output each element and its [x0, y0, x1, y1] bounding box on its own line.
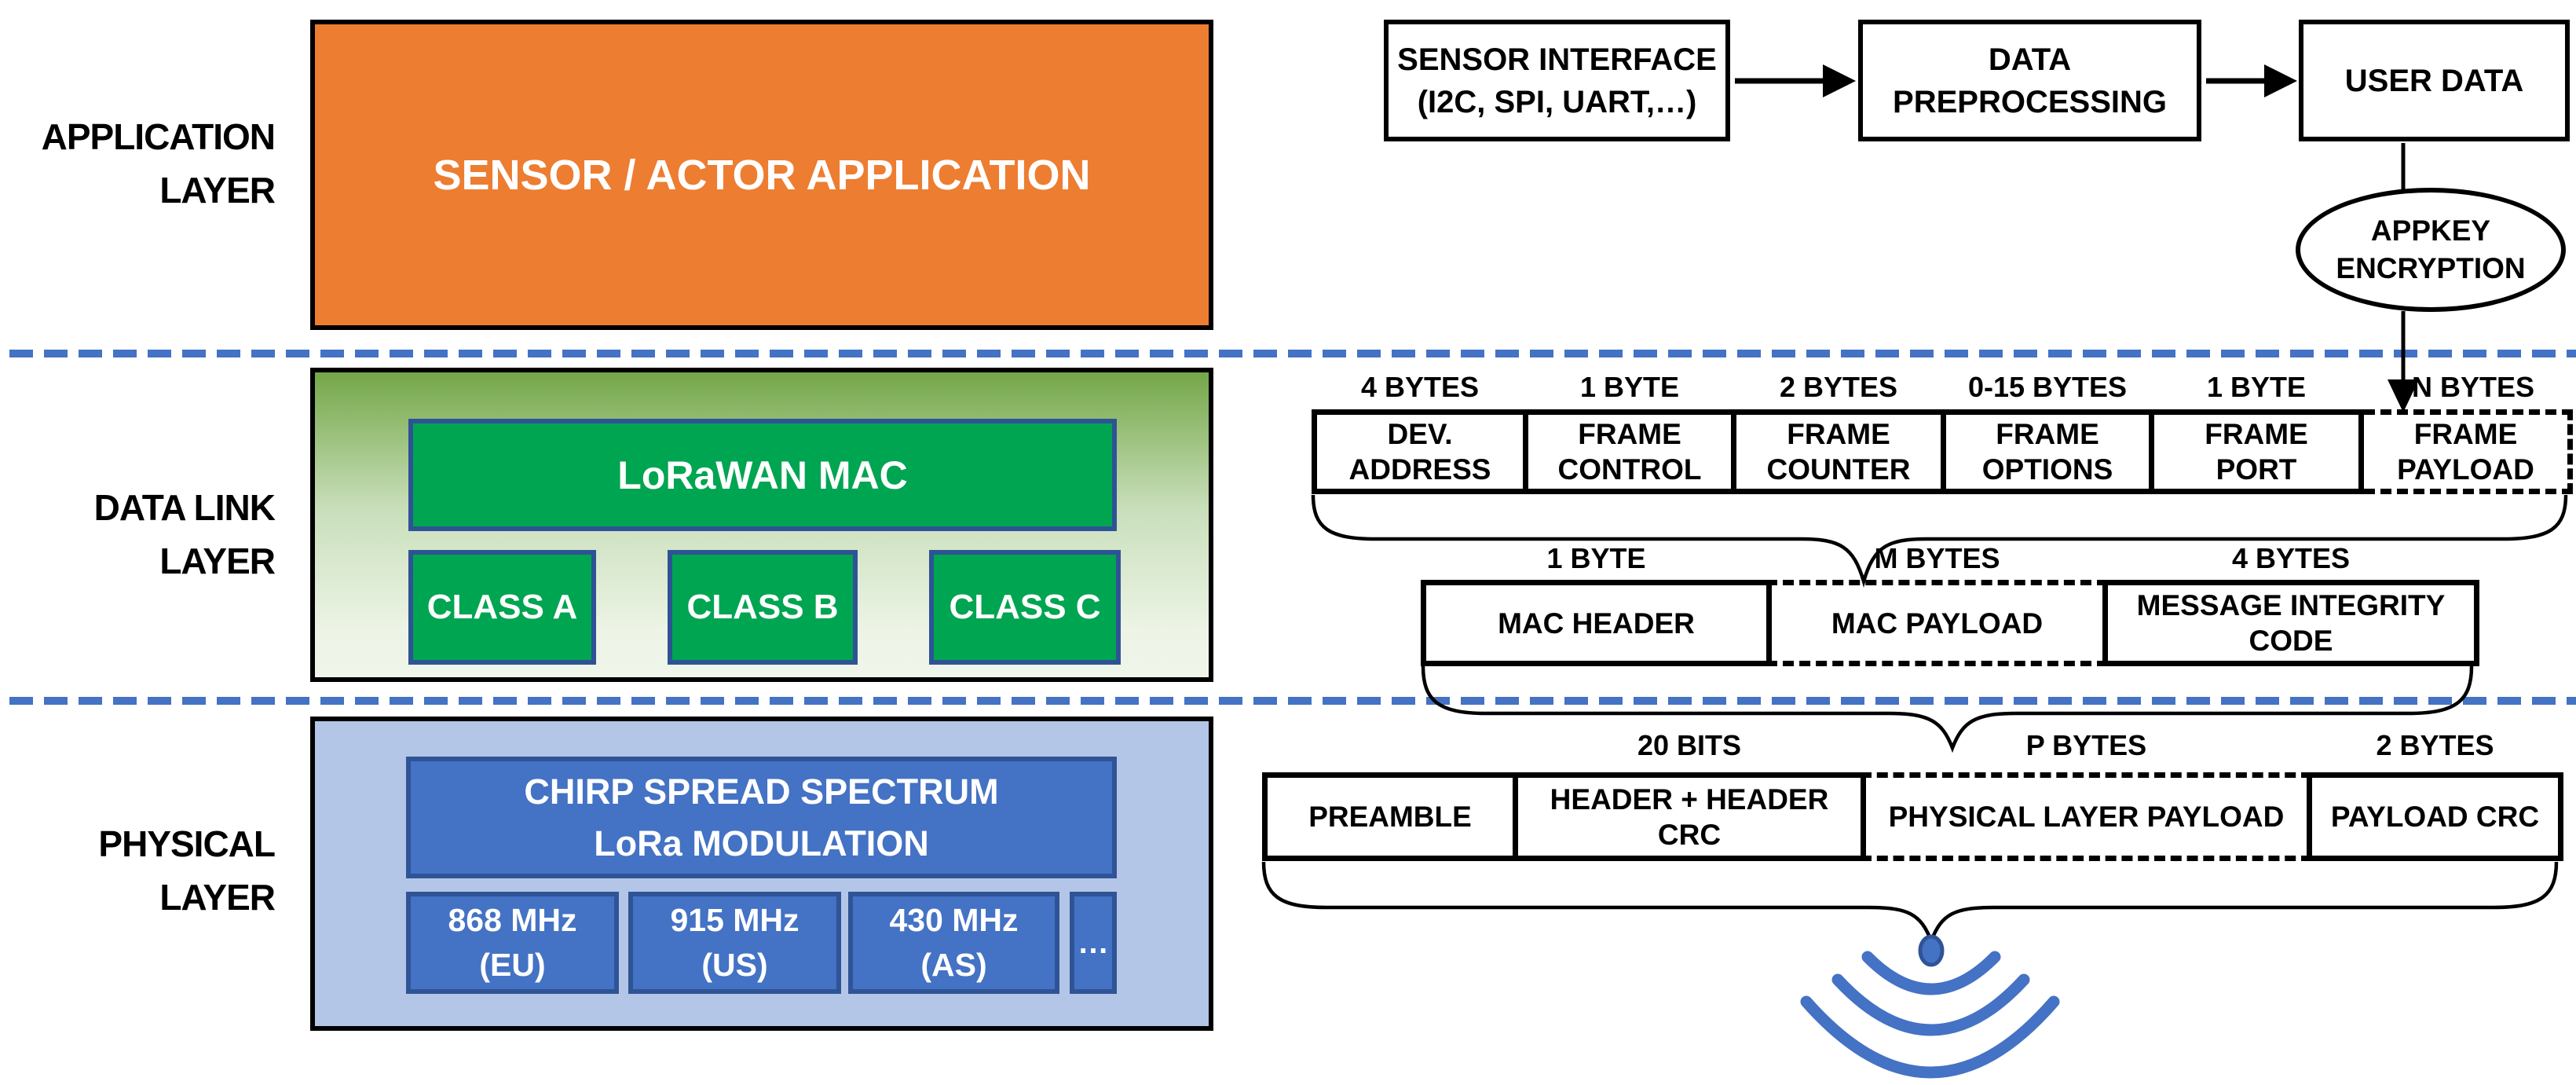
cell-dev-address: DEV. ADDRESS	[1312, 409, 1528, 494]
arrow-sensor-to-preprocessing	[1735, 64, 1856, 97]
application-layer-label-line1: APPLICATION	[41, 116, 276, 157]
class-b-box: CLASS B	[668, 550, 858, 665]
layer-divider-top	[9, 350, 2576, 357]
size-label-frame-payload: N BYTES	[2411, 371, 2535, 403]
freq-868-region: (EU)	[479, 947, 546, 983]
lorawan-mac-box: LoRaWAN MAC	[408, 419, 1117, 531]
size-label-header-crc: 20 BITS	[1637, 729, 1742, 761]
freq-915-region: (US)	[701, 947, 768, 983]
class-c-text: CLASS C	[949, 588, 1101, 626]
data-link-layer-label-line1: DATA LINK	[93, 487, 276, 528]
cell-mac-payload-line1: MAC PAYLOAD	[1831, 607, 2044, 640]
size-label-phy-payload: P BYTES	[2025, 729, 2147, 761]
class-c-box: CLASS C	[929, 550, 1121, 665]
sensor-actor-application-box: SENSOR / ACTOR APPLICATION	[310, 20, 1213, 330]
appkey-encryption-ellipse: APPKEY ENCRYPTION	[2296, 188, 2566, 312]
cell-mac-header-line1: MAC HEADER	[1498, 607, 1695, 640]
cell-frame-payload: FRAME PAYLOAD	[2364, 409, 2573, 494]
chirp-spread-spectrum-line2: LoRa MODULATION	[594, 823, 929, 863]
sensor-actor-application-text: SENSOR / ACTOR APPLICATION	[433, 151, 1091, 199]
cell-preamble: PREAMBLE	[1262, 772, 1518, 861]
cell-mic-line1: MESSAGE INTEGRITY	[2136, 589, 2446, 621]
cell-message-integrity-code: MESSAGE INTEGRITY CODE	[2102, 580, 2479, 666]
size-label-dev-address: 4 BYTES	[1360, 371, 1480, 403]
freq-430-box: 430 MHz (AS)	[848, 892, 1059, 994]
cell-preamble-line1: PREAMBLE	[1308, 801, 1472, 833]
physical-layer-label: PHYSICAL LAYER	[0, 817, 276, 924]
cell-dev-address-line1: DEV.	[1387, 418, 1453, 450]
cell-frame-payload-line1: FRAME	[2413, 418, 2518, 450]
freq-868-value: 868 MHz	[448, 902, 577, 938]
class-a-text: CLASS A	[426, 588, 578, 626]
user-data-text: USER DATA	[2344, 63, 2524, 98]
cell-frame-port-line1: FRAME	[2205, 418, 2308, 450]
cell-frame-port: FRAME PORT	[2149, 409, 2364, 494]
user-data-box: USER DATA	[2299, 20, 2570, 141]
cell-frame-options-line2: OPTIONS	[1981, 453, 2113, 486]
cell-physical-layer-payload: PHYSICAL LAYER PAYLOAD	[1861, 772, 2312, 861]
application-layer-label: APPLICATION LAYER	[0, 110, 276, 217]
size-label-frame-control: 1 BYTE	[1579, 371, 1680, 403]
appkey-encryption-line2: ENCRYPTION	[2336, 252, 2526, 284]
size-label-mic: 4 BYTES	[2231, 542, 2351, 574]
size-label-mac-payload: M BYTES	[1874, 542, 2000, 574]
appkey-encryption-line1: APPKEY	[2370, 214, 2491, 247]
class-b-text: CLASS B	[686, 588, 839, 626]
data-preprocessing-line1: DATA	[1988, 42, 2072, 77]
freq-915-box: 915 MHz (US)	[628, 892, 841, 994]
cell-frame-counter: FRAME COUNTER	[1731, 409, 1946, 494]
lorawan-mac-text: LoRaWAN MAC	[617, 453, 908, 497]
cell-frame-control-line1: FRAME	[1578, 418, 1681, 450]
cell-header-header-crc: HEADER + HEADER CRC	[1513, 772, 1866, 861]
data-link-layer-label: DATA LINK LAYER	[0, 481, 276, 588]
application-layer-label-line2: LAYER	[159, 170, 276, 211]
size-label-payload-crc: 2 BYTES	[2376, 729, 2494, 761]
cell-frame-port-line2: PORT	[2216, 453, 2297, 486]
size-label-mac-header: 1 BYTE	[1546, 542, 1646, 574]
data-preprocessing-box: DATA PREPROCESSING	[1858, 20, 2201, 141]
sensor-interface-line1: SENSOR INTERFACE	[1397, 42, 1717, 77]
sensor-interface-box: SENSOR INTERFACE (I2C, SPI, UART,…)	[1384, 20, 1730, 141]
cell-frame-counter-line1: FRAME	[1787, 418, 1890, 450]
data-preprocessing-line2: PREPROCESSING	[1893, 84, 2167, 119]
cell-frame-options-line1: FRAME	[1996, 418, 2099, 450]
size-label-frame-counter: 2 BYTES	[1779, 371, 1898, 403]
sensor-interface-line2: (I2C, SPI, UART,…)	[1417, 84, 1697, 119]
physical-layer-label-line1: PHYSICAL	[98, 823, 276, 864]
freq-915-value: 915 MHz	[670, 902, 800, 938]
cell-mac-payload: MAC PAYLOAD	[1766, 580, 2108, 666]
cell-frame-control: FRAME CONTROL	[1523, 409, 1736, 494]
cell-mac-header: MAC HEADER	[1421, 580, 1772, 666]
cell-header-crc-line2: CRC	[1657, 818, 1722, 851]
arrow-preprocessing-to-userdata	[2206, 64, 2297, 97]
cell-payload-crc: PAYLOAD CRC	[2307, 772, 2563, 861]
cell-mic-line2: CODE	[2249, 625, 2333, 657]
layer-divider-bottom	[9, 697, 2576, 705]
cell-frame-payload-line2: PAYLOAD	[2397, 453, 2534, 486]
physical-layer-label-line2: LAYER	[159, 877, 276, 918]
freq-more-text: …	[1078, 925, 1109, 960]
freq-430-region: (AS)	[920, 947, 987, 983]
size-label-frame-port: 1 BYTE	[2206, 371, 2307, 403]
cell-dev-address-line2: ADDRESS	[1348, 453, 1491, 486]
cell-frame-control-line2: CONTROL	[1557, 453, 1702, 486]
class-a-box: CLASS A	[408, 550, 596, 665]
radio-transmission-icon	[1800, 934, 2060, 1079]
cell-header-crc-line1: HEADER + HEADER	[1550, 783, 1829, 816]
freq-868-box: 868 MHz (EU)	[406, 892, 619, 994]
cell-frame-options: FRAME OPTIONS	[1941, 409, 2154, 494]
cell-payload-crc-line1: PAYLOAD CRC	[2330, 801, 2540, 833]
cell-frame-counter-line2: COUNTER	[1766, 453, 1911, 486]
chirp-spread-spectrum-box: CHIRP SPREAD SPECTRUM LoRa MODULATION	[406, 757, 1117, 878]
cell-phy-payload-line1: PHYSICAL LAYER PAYLOAD	[1888, 801, 2285, 833]
brace-phy-to-antenna	[1261, 861, 2559, 947]
freq-more-box: …	[1070, 892, 1117, 994]
data-link-layer-label-line2: LAYER	[159, 541, 276, 581]
freq-430-value: 430 MHz	[889, 902, 1019, 938]
size-label-frame-options: 0-15 BYTES	[1967, 371, 2128, 403]
chirp-spread-spectrum-line1: CHIRP SPREAD SPECTRUM	[524, 771, 999, 812]
